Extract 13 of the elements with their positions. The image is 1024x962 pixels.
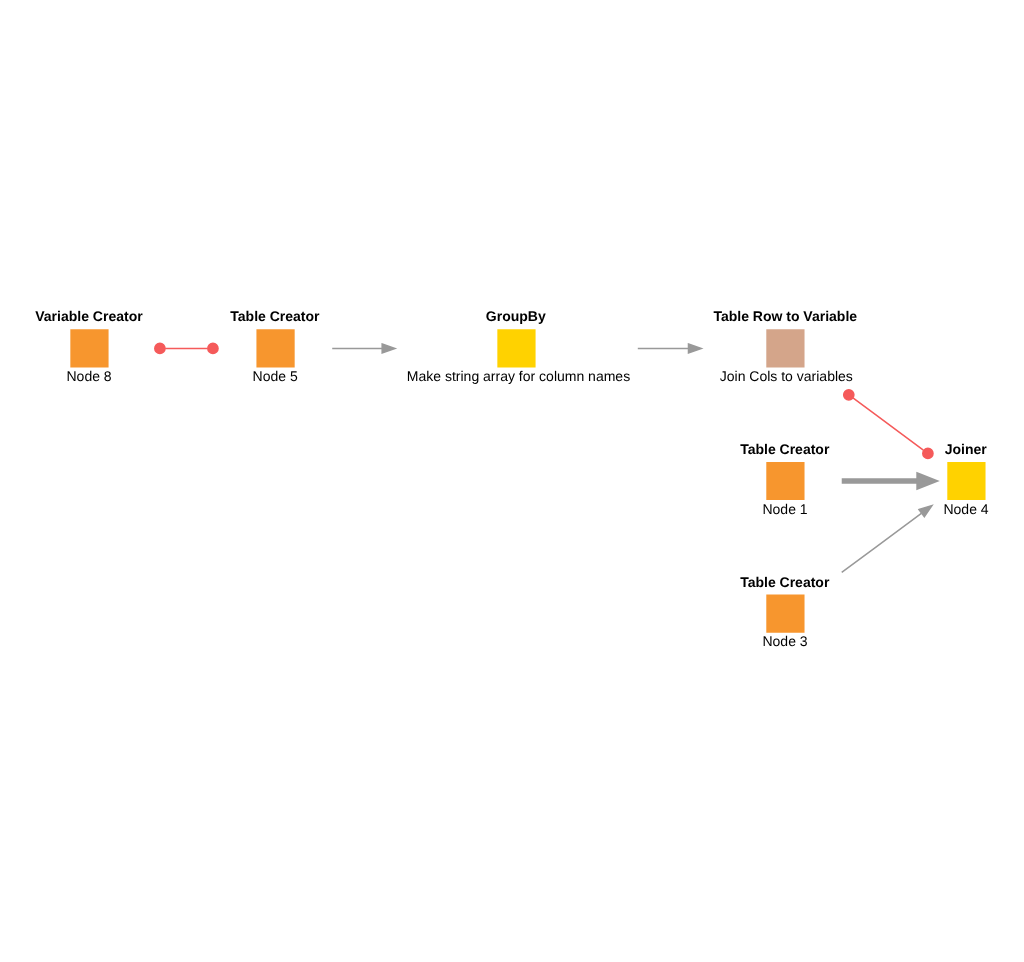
node-box-text [766,594,805,633]
node-box-text [947,461,986,501]
node-box-text [766,329,805,368]
node-box-text [70,329,109,368]
node-box-text [256,329,295,368]
arrow [841,471,940,491]
arrow [331,342,398,354]
connector [842,389,934,460]
arrow [840,504,934,574]
connector [154,342,219,355]
node-box-text [766,461,805,501]
arrow [637,342,704,354]
node-box-text [497,329,536,368]
